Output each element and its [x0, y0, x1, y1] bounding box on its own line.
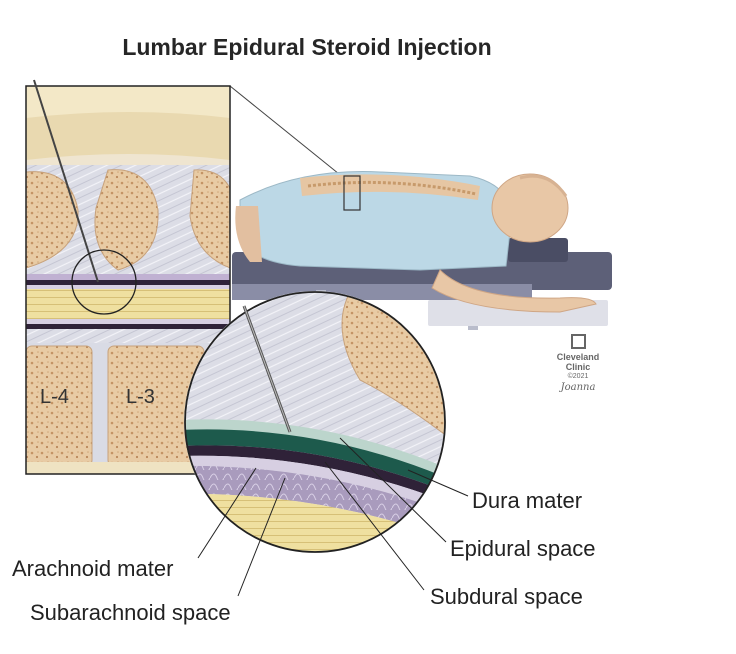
magnified-box-frame: [25, 85, 231, 475]
target-box: [343, 175, 361, 211]
label-subdural-space: Subdural space: [430, 584, 583, 609]
page-title: Lumbar Epidural Steroid Injection: [122, 34, 492, 60]
magnified-circle-frame: [184, 291, 446, 553]
artist-signature: Joanna: [560, 382, 596, 393]
credit-year: ©2021: [567, 373, 589, 380]
leader-epidural-space: [339, 437, 447, 543]
credit-org-line2: Clinic: [565, 362, 591, 372]
leader-subarachnoid-space: [237, 477, 286, 597]
arm: [431, 269, 597, 313]
leader-arachnoid-mater: [197, 467, 257, 559]
leader-dura-mater: [407, 469, 469, 497]
head: [491, 173, 569, 243]
label-epidural-space: Epidural space: [450, 536, 596, 561]
label-dura-mater: Dura mater: [472, 488, 583, 513]
credit-org-line1: Cleveland: [556, 352, 600, 362]
zoom-circle-marker: [71, 249, 137, 315]
label-arachnoid-mater: Arachnoid mater: [12, 556, 174, 581]
label-subarachnoid-space: Subarachnoid space: [30, 600, 231, 625]
gown: [239, 171, 513, 271]
leader-subdural-space: [324, 461, 425, 591]
spine: [307, 180, 477, 196]
needle: [33, 79, 99, 283]
vertebra-label-l4: L-4: [40, 386, 69, 408]
vertebra-label-l3: L-3: [126, 386, 155, 408]
connector-line: [229, 85, 345, 179]
cleveland-clinic-credit: Cleveland Clinic ©2021 Joanna: [548, 334, 608, 393]
patient-figure: [232, 171, 612, 330]
cleveland-clinic-logo-icon: [570, 334, 586, 349]
